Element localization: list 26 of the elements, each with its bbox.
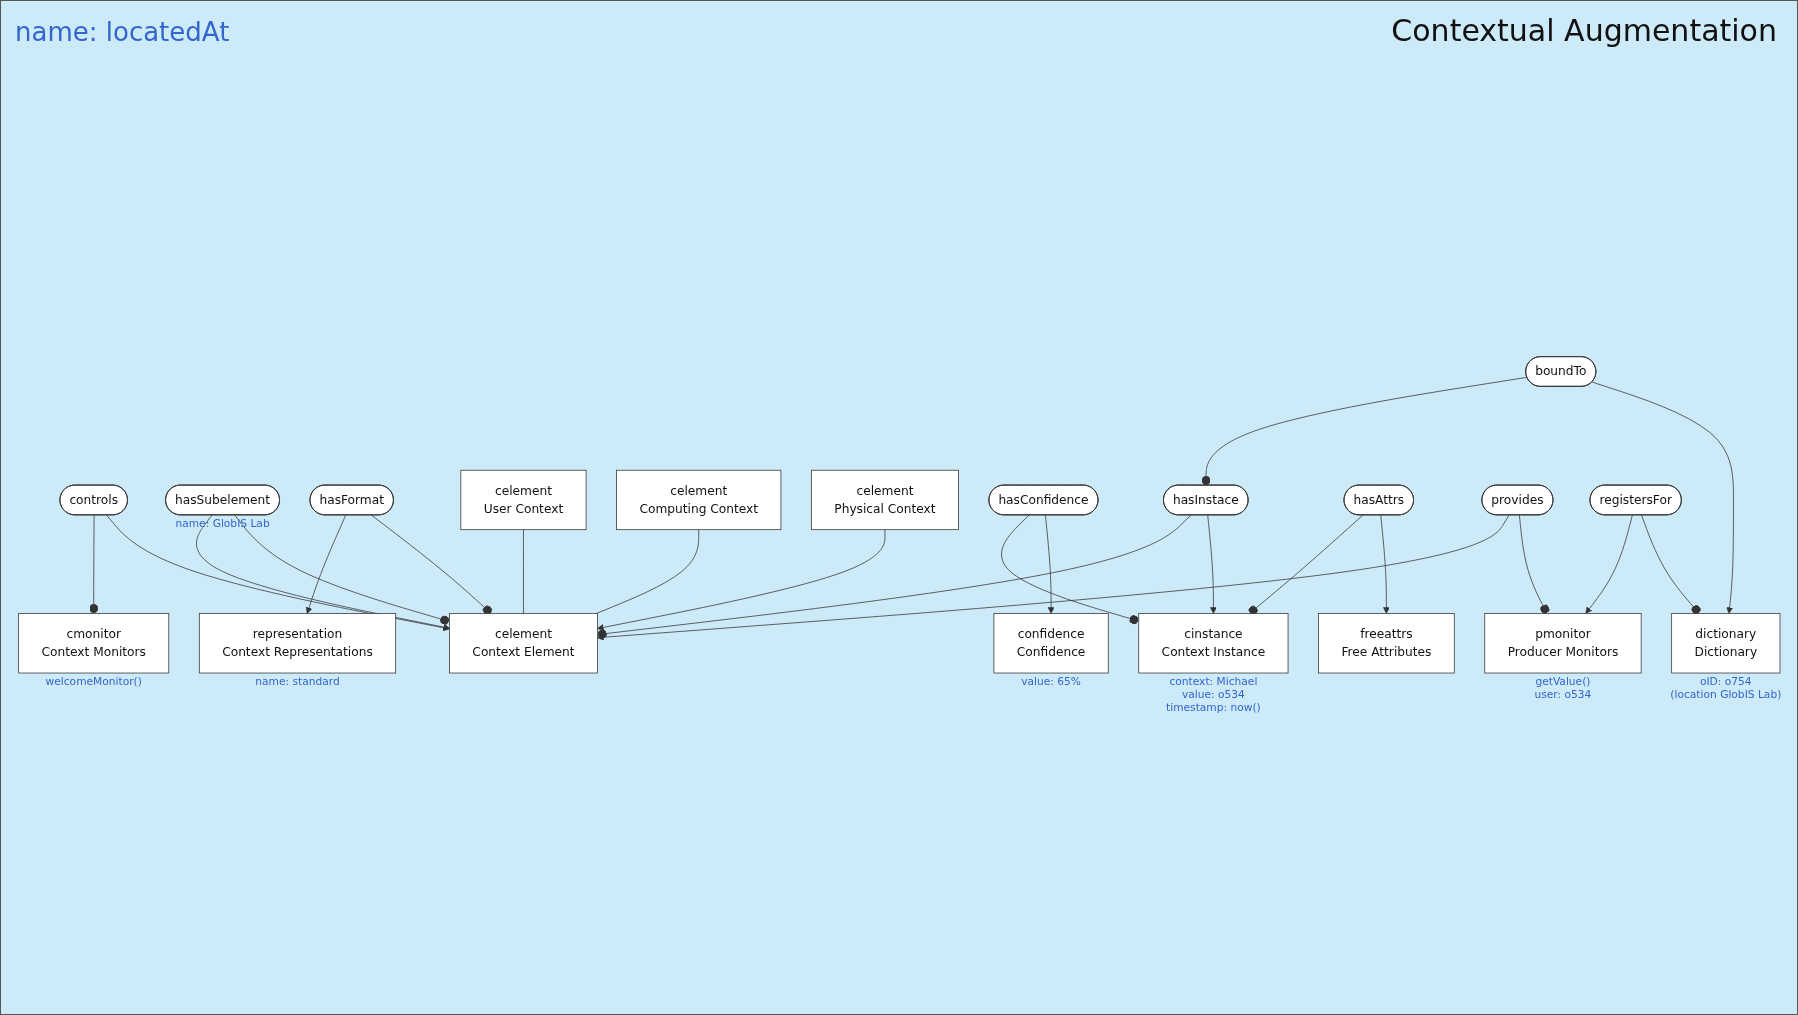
connector (595, 528, 700, 614)
node-box: cinstance Context Instance (1138, 612, 1289, 673)
annotation-text: timestamp: now() (1166, 700, 1261, 714)
annotation-text: welcomeMonitor() (45, 674, 142, 688)
diagram-title: Contextual Augmentation (1391, 13, 1777, 48)
annotation-text: (location GlobIS Lab) (1670, 687, 1782, 701)
annotation-text: value: 65% (1021, 674, 1081, 688)
annotation-text: user: o534 (1534, 687, 1592, 701)
node-box: dictionary Dictionary (1671, 612, 1781, 673)
node-box: celement User Context (460, 469, 587, 530)
annotation-text: name: GlobIS Lab (175, 516, 270, 530)
annotation-text: name: standard (255, 674, 340, 688)
node-box: freeattrs Free Attributes (1318, 612, 1455, 673)
node-box: confidence Confidence (993, 612, 1109, 673)
node-box: representation Context Representations (198, 612, 397, 673)
node-box: celement Physical Context (811, 469, 959, 530)
node-box: cmonitor Context Monitors (18, 612, 170, 673)
connector (523, 528, 524, 614)
node-box: pmonitor Producer Monitors (1484, 612, 1642, 673)
annotation-text: getValue() (1535, 674, 1591, 688)
annotation-text: oID: o754 (1699, 674, 1752, 688)
annotation-text: context: Michael (1169, 674, 1258, 688)
node-box: celement Context Element (449, 612, 598, 673)
node-box: celement Computing Context (616, 469, 782, 530)
annotation-text: name: locatedAt (15, 17, 230, 47)
annotation-text: value: o534 (1181, 687, 1245, 701)
